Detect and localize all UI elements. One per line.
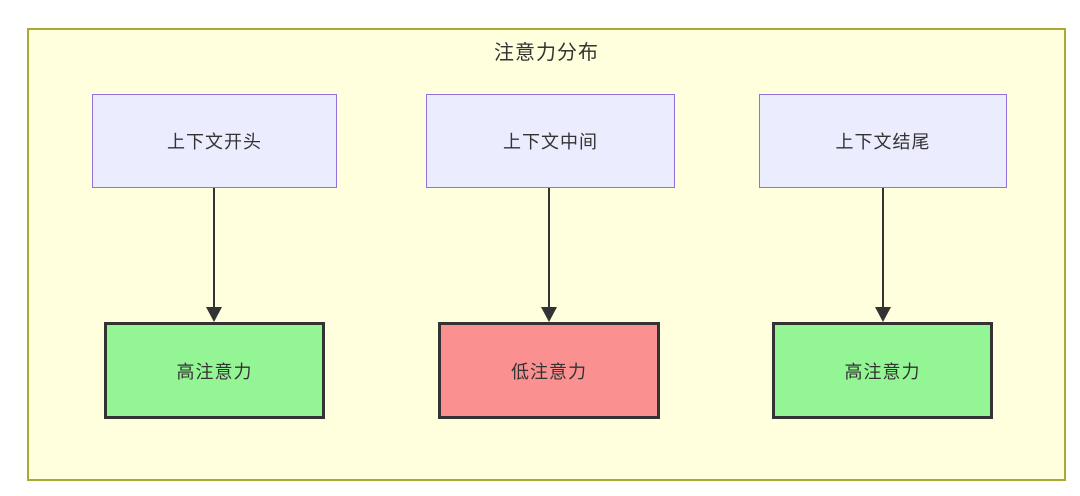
cluster-title: 注意力分布 [494,42,599,64]
arrowhead-icon [875,307,891,322]
node-context-beginning: 上下文开头 [92,94,337,188]
arrow-shaft [882,188,884,307]
node-label: 高注意力 [844,361,921,382]
edge-arrow-down [206,188,222,322]
edge-arrow-down [875,188,891,322]
arrow-shaft [548,188,550,307]
node-context-end: 上下文结尾 [759,94,1007,188]
node-label: 低注意力 [511,361,587,382]
cluster-attention-distribution: 注意力分布 上下文开头 上下文中间 上下文结尾 高注意力 低注意力 [27,28,1066,481]
node-label: 上下文结尾 [835,132,931,152]
arrowhead-icon [206,307,222,322]
node-context-middle: 上下文中间 [426,94,675,188]
node-label: 上下文开头 [167,132,262,152]
node-high-attention-left: 高注意力 [104,322,325,419]
node-label: 上下文中间 [503,132,598,152]
arrowhead-icon [541,307,557,322]
node-low-attention: 低注意力 [438,322,660,419]
node-high-attention-right: 高注意力 [772,322,993,419]
arrow-shaft [213,188,215,307]
node-label: 高注意力 [176,361,253,382]
edge-arrow-down [541,188,557,322]
